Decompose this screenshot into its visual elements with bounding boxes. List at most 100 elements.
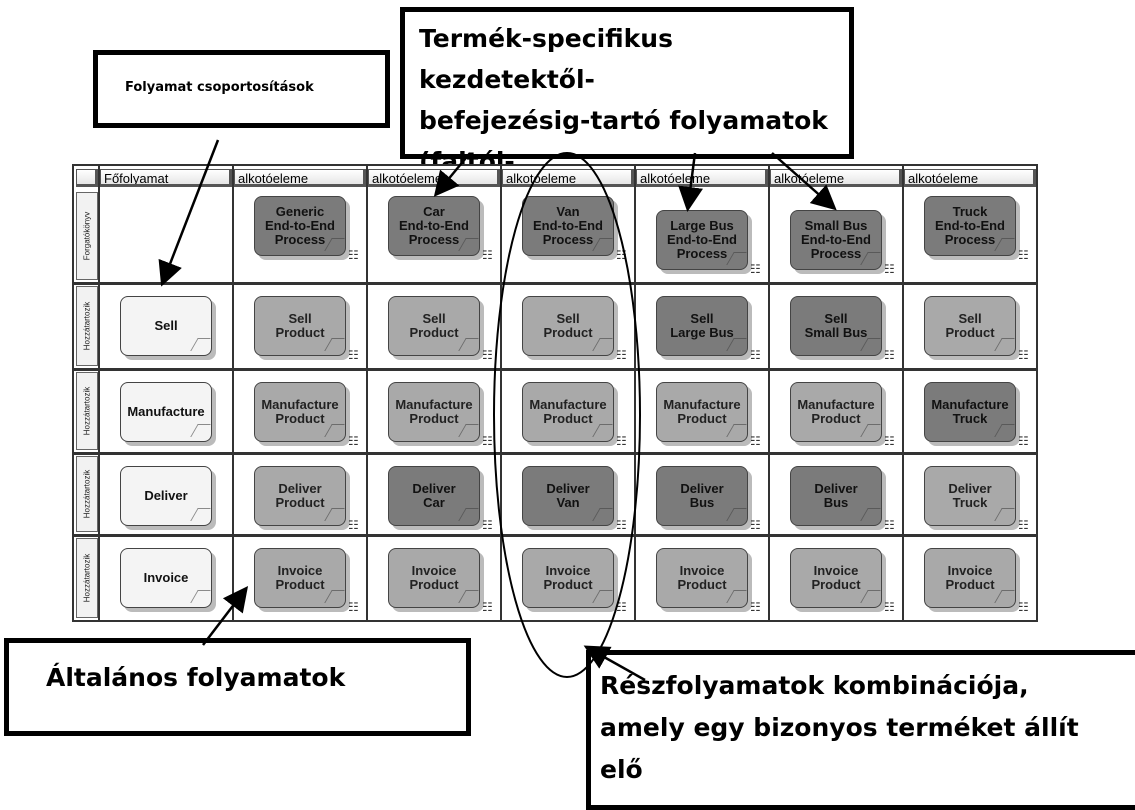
network-icon: ☷ — [616, 248, 627, 262]
callout-groupings-text: Folyamat csoportosítások — [125, 80, 314, 95]
network-icon: ☷ — [884, 262, 895, 276]
process-box[interactable]: Sell Product — [522, 296, 614, 356]
column-divider — [768, 166, 770, 620]
row-label-5: Hozzátartozik — [76, 538, 98, 618]
network-icon: ☷ — [750, 348, 761, 362]
process-box[interactable]: Manufacture Product — [656, 382, 748, 442]
process-box[interactable]: Sell Product — [388, 296, 480, 356]
process-box[interactable]: Invoice Product — [388, 548, 480, 608]
process-box-label: Invoice Product — [945, 563, 995, 592]
subprocess-marker-icon — [324, 508, 345, 521]
main-process-box[interactable]: Deliver — [120, 466, 212, 526]
process-box[interactable]: Van End-to-End Process — [522, 196, 614, 256]
process-box[interactable]: Invoice Product — [790, 548, 882, 608]
subprocess-marker-icon — [994, 590, 1015, 603]
network-icon: ☷ — [750, 262, 761, 276]
network-icon: ☷ — [616, 434, 627, 448]
row-label-text: Hozzátartozik — [82, 553, 92, 603]
process-box-label: Sell — [154, 318, 178, 333]
column-divider — [366, 166, 368, 620]
header-component-1: alkotóeleme — [234, 169, 366, 187]
header-component-6: alkotóeleme — [904, 169, 1036, 187]
process-box[interactable]: Invoice Product — [522, 548, 614, 608]
subprocess-marker-icon — [994, 338, 1015, 351]
network-icon: ☷ — [348, 348, 359, 362]
process-box[interactable]: Sell Large Bus — [656, 296, 748, 356]
row-label-text: Forgatókönyv — [82, 211, 92, 261]
process-box-label: Sell Product — [543, 311, 593, 340]
network-icon: ☷ — [482, 248, 493, 262]
main-process-box[interactable]: Invoice — [120, 548, 212, 608]
process-box[interactable]: Manufacture Product — [790, 382, 882, 442]
column-divider — [634, 166, 636, 620]
network-icon: ☷ — [482, 600, 493, 614]
row-label-4: Hozzátartozik — [76, 456, 98, 532]
process-box[interactable]: Sell Small Bus — [790, 296, 882, 356]
process-box-label: Invoice Product — [811, 563, 861, 592]
process-box[interactable]: Deliver Product — [254, 466, 346, 526]
process-box[interactable]: Manufacture Truck — [924, 382, 1016, 442]
process-box[interactable]: Invoice Product — [656, 548, 748, 608]
process-box-label: Car End-to-End Process — [398, 204, 470, 247]
subprocess-marker-icon — [190, 424, 211, 437]
main-process-box[interactable]: Manufacture — [120, 382, 212, 442]
row-label-3: Hozzátartozik — [76, 372, 98, 450]
row-label-1: Forgatókönyv — [76, 192, 98, 280]
process-box[interactable]: Generic End-to-End Process — [254, 196, 346, 256]
process-box-label: Manufacture — [127, 404, 205, 419]
process-box-label: Sell Product — [409, 311, 459, 340]
process-box[interactable]: Small Bus End-to-End Process — [790, 210, 882, 270]
process-box[interactable]: Manufacture Product — [388, 382, 480, 442]
process-box[interactable]: Large Bus End-to-End Process — [656, 210, 748, 270]
row-label-2: Hozzátartozik — [76, 286, 98, 366]
process-box[interactable]: Manufacture Product — [254, 382, 346, 442]
process-box-label: Deliver Truck — [948, 481, 992, 510]
subprocess-marker-icon — [324, 590, 345, 603]
callout-general: Általános folyamatok — [4, 638, 471, 736]
process-box[interactable]: Deliver Car — [388, 466, 480, 526]
row-divider — [74, 368, 1036, 371]
process-box-label: Van End-to-End Process — [532, 204, 604, 247]
process-box[interactable]: Truck End-to-End Process — [924, 196, 1016, 256]
column-divider — [98, 166, 100, 620]
row-label-text: Hozzátartozik — [82, 386, 92, 436]
process-box-label: Deliver Van — [546, 481, 590, 510]
subprocess-marker-icon — [860, 508, 881, 521]
subprocess-marker-icon — [860, 590, 881, 603]
process-box-label: Deliver — [144, 488, 188, 503]
process-box-label: Manufacture Product — [395, 397, 473, 426]
network-icon: ☷ — [482, 518, 493, 532]
header-component-4: alkotóeleme — [636, 169, 768, 187]
process-box-label: Invoice Product — [275, 563, 325, 592]
network-icon: ☷ — [750, 518, 761, 532]
process-box[interactable]: Sell Product — [254, 296, 346, 356]
process-box[interactable]: Deliver Van — [522, 466, 614, 526]
network-icon: ☷ — [1018, 248, 1029, 262]
subprocess-marker-icon — [592, 338, 613, 351]
process-box[interactable]: Car End-to-End Process — [388, 196, 480, 256]
process-box-label: Manufacture Product — [663, 397, 741, 426]
process-box[interactable]: Sell Product — [924, 296, 1016, 356]
network-icon: ☷ — [482, 434, 493, 448]
process-box[interactable]: Deliver Bus — [790, 466, 882, 526]
network-icon: ☷ — [884, 600, 895, 614]
main-process-box[interactable]: Sell — [120, 296, 212, 356]
process-box-label: Deliver Bus — [680, 481, 724, 510]
process-box[interactable]: Deliver Truck — [924, 466, 1016, 526]
network-icon: ☷ — [348, 518, 359, 532]
process-box[interactable]: Manufacture Product — [522, 382, 614, 442]
process-box-label: Invoice Product — [543, 563, 593, 592]
process-box[interactable]: Deliver Bus — [656, 466, 748, 526]
process-box-label: Deliver Car — [412, 481, 456, 510]
subprocess-marker-icon — [190, 508, 211, 521]
network-icon: ☷ — [1018, 600, 1029, 614]
process-box-label: Deliver Product — [275, 481, 325, 510]
row-label-text: Hozzátartozik — [82, 469, 92, 519]
process-box-label: Invoice Product — [409, 563, 459, 592]
process-box[interactable]: Invoice Product — [254, 548, 346, 608]
subprocess-marker-icon — [592, 590, 613, 603]
process-box-label: Sell Large Bus — [670, 311, 734, 340]
network-icon: ☷ — [884, 434, 895, 448]
process-box[interactable]: Invoice Product — [924, 548, 1016, 608]
